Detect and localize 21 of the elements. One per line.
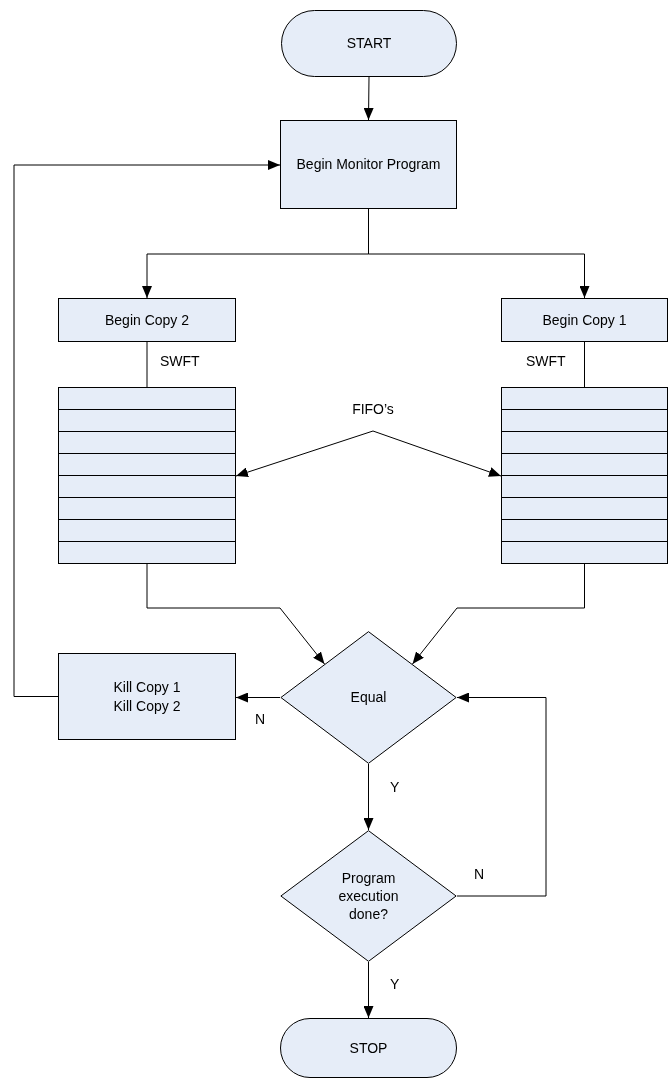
text-label: FIFO’s <box>352 399 394 419</box>
process-box: Kill Copy 1 Kill Copy 2 <box>58 653 236 740</box>
process-box: Begin Copy 2 <box>58 298 236 342</box>
arrow <box>235 430 374 477</box>
arrow <box>363 76 374 121</box>
decision-diamond: Program execution done? <box>280 830 457 962</box>
fifo-stack <box>501 387 668 564</box>
fifo-stack <box>58 387 236 564</box>
arrow <box>363 961 374 1019</box>
process-box: Begin Copy 1 <box>501 298 668 342</box>
terminal-shape: START <box>281 10 457 77</box>
arrow <box>412 563 585 665</box>
arrow <box>456 692 547 897</box>
arrow <box>146 563 325 665</box>
arrow <box>363 763 374 831</box>
arrow <box>372 430 502 477</box>
arrow <box>13 160 281 697</box>
terminal-shape: STOP <box>280 1018 457 1078</box>
decision-diamond: Equal <box>280 631 457 764</box>
arrow <box>235 692 281 703</box>
process-box: Begin Monitor Program <box>280 120 457 209</box>
